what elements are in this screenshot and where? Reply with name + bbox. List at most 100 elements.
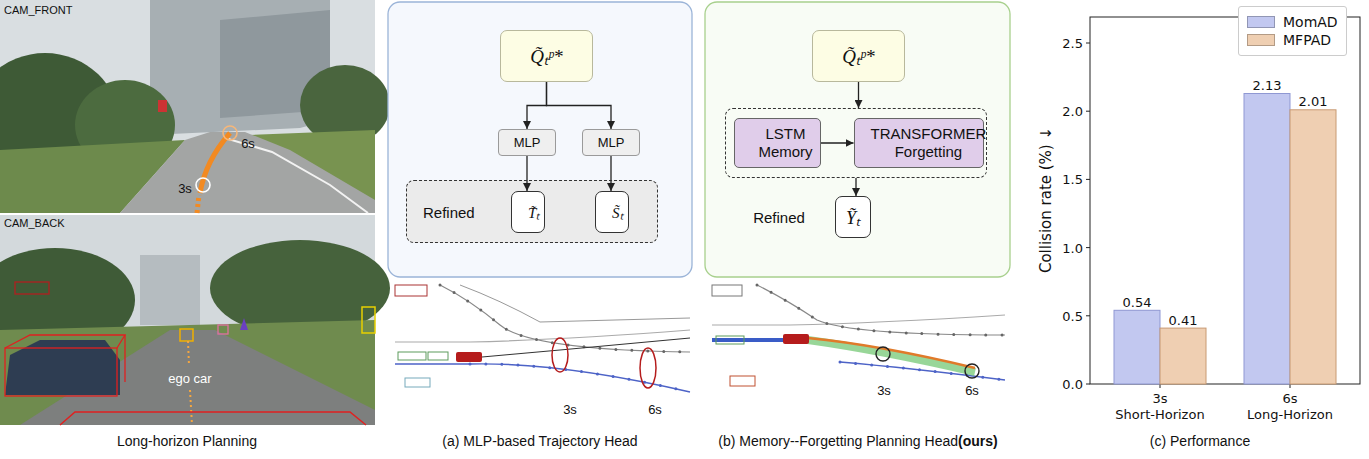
illustration-path: [482, 338, 690, 357]
connector-arrow: [547, 82, 612, 129]
illustration-path: [808, 338, 975, 368]
output-box: T̃ₜ: [511, 191, 545, 233]
illustration-rect: [1090, 17, 1360, 384]
illustration-rect: [140, 255, 200, 325]
tick-label: 2.0: [1062, 104, 1083, 119]
bar-chart: [1086, 17, 1360, 388]
illustration-rect: [730, 376, 755, 386]
illustration-line: [1086, 315, 1090, 316]
refined-group: Refined T̃ₜ S̃ₜ: [406, 180, 658, 243]
illustration-line: [1086, 247, 1090, 248]
illustration-rect: [456, 352, 482, 362]
front-camera-image: [0, 0, 390, 213]
map-b: [712, 285, 1005, 386]
node-text: MLP: [598, 135, 625, 150]
illustration-path: [808, 340, 975, 372]
illustration-rect: [712, 285, 742, 296]
tick-label: 0.5: [1062, 308, 1083, 323]
legend-swatch: [1247, 16, 1275, 28]
illustration-path: [460, 285, 690, 322]
illustration-rect: [398, 352, 426, 360]
illustration-ellipse: [552, 338, 568, 372]
panel-caption: (b) Memory--Forgetting Planning Head: [718, 433, 958, 449]
bar-value: 0.54: [1123, 295, 1152, 310]
illustration-path: [712, 315, 1005, 325]
tick-label: 2.5: [1062, 36, 1083, 51]
illustration-rect: [1244, 94, 1290, 385]
illustration-path: [197, 195, 199, 213]
time-marker: 6s: [648, 402, 662, 417]
connector-arrow: [610, 156, 611, 191]
category-label: Long-Horizon: [1247, 407, 1333, 422]
category-label: Short-Horizon: [1115, 407, 1204, 422]
output-box: S̃ₜ: [595, 191, 629, 233]
illustration-ellipse: [640, 348, 656, 388]
illustration-rect: [1160, 328, 1206, 384]
legend-swatch: [1247, 34, 1275, 46]
group-label: Refined: [423, 203, 475, 220]
query-box: Q̃ₜᵖ*: [812, 30, 905, 82]
chart-legend: MomADMFPAD: [1238, 6, 1347, 56]
illustration-polygon: [0, 320, 375, 425]
transformer-box: TRANSFORMER Forgetting: [854, 118, 984, 168]
illustration-path: [840, 362, 1005, 380]
tick-label: 0.0: [1062, 377, 1083, 392]
axis-title: Collision rate (%) ↓: [1037, 127, 1055, 273]
illustration-rect: [395, 285, 427, 296]
mlp-box: MLP: [498, 129, 556, 156]
illustration-rect: [783, 334, 809, 344]
node-text: Ỹₜ: [846, 205, 860, 229]
illustration-rect: [158, 100, 167, 112]
node-text: LSTM Memory: [751, 125, 820, 161]
time-marker: 3s: [178, 181, 192, 196]
illustration-rect: [362, 307, 375, 333]
mlp-box: MLP: [582, 129, 640, 156]
illustration-line: [1290, 384, 1291, 388]
illustration-path: [470, 364, 690, 392]
illustration-rect: [5, 348, 117, 396]
camera-name: CAM_FRONT: [4, 4, 72, 16]
illustration-circle: [223, 126, 237, 140]
caption-line: (b) Memory--Forgetting Planning Head(our…: [718, 433, 997, 449]
illustration-line: [1086, 179, 1090, 180]
back-camera-image: [0, 215, 390, 425]
connector-arrow: [858, 82, 859, 108]
camera-name: CAM_BACK: [4, 217, 65, 229]
bar-value: 2.01: [1299, 94, 1328, 109]
illustration-rect: [405, 378, 430, 387]
legend-text: MFPAD: [1283, 32, 1331, 48]
group-fill: [406, 180, 658, 243]
illustration-path: [757, 285, 1005, 335]
tick-label: 1.0: [1062, 240, 1083, 255]
time-marker: 6s: [241, 136, 255, 151]
illustration-rect: [180, 329, 193, 341]
query-box: Q̃ₜᵖ*: [500, 30, 593, 82]
connector-arrow: [821, 142, 854, 143]
illustration-rect: [716, 336, 744, 344]
illustration-path: [840, 362, 1005, 380]
illustration-line: [124, 335, 125, 382]
bar-value: 2.13: [1253, 78, 1282, 93]
illustration-circle: [196, 178, 210, 192]
illustration-polyline: [5, 335, 125, 348]
illustration-rect: [1290, 110, 1336, 384]
illustration-line: [1160, 384, 1161, 388]
illustration-rect: [705, 2, 1010, 277]
illustration-line: [1086, 384, 1090, 385]
connector-arrow: [526, 156, 527, 191]
node-text: TRANSFORMER Forgetting: [871, 125, 987, 161]
time-marker: 6s: [965, 383, 979, 398]
legend-row: MFPAD: [1247, 32, 1338, 48]
illustration-rect: [1114, 310, 1160, 384]
illustration-polygon: [120, 132, 375, 213]
panel-caption: (a) MLP-based Trajectory Head: [442, 433, 637, 449]
time-marker: 3s: [877, 383, 891, 398]
illustration-path: [240, 318, 248, 330]
illustration-path: [395, 330, 690, 342]
connector-arrow: [855, 178, 856, 196]
connector-arrow: [527, 82, 547, 129]
panel-frames: [388, 2, 1010, 277]
category-label: 3s: [1152, 391, 1167, 406]
